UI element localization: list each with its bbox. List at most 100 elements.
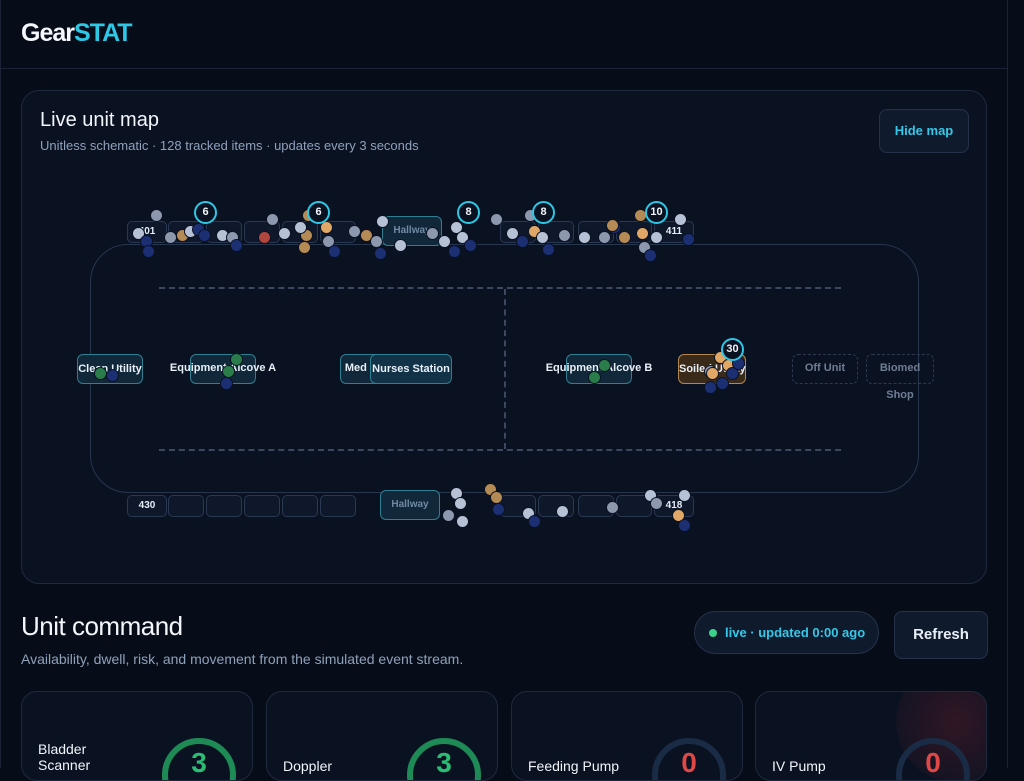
live-status-pill: live · updated 0:00 ago [694, 611, 879, 654]
refresh-button[interactable]: Refresh [894, 611, 988, 659]
availability-gauge: 3 [407, 738, 481, 780]
equipment-marker[interactable] [542, 243, 555, 256]
cluster-count-badge[interactable]: 30 [721, 338, 744, 361]
availability-gauge: 0 [652, 738, 726, 780]
equipment-marker[interactable] [394, 239, 407, 252]
unit-command-subtitle: Availability, dwell, risk, and movement … [21, 651, 464, 667]
equipment-marker[interactable] [328, 245, 341, 258]
equipment-marker[interactable] [516, 235, 529, 248]
cluster-count-badge[interactable]: 6 [307, 201, 330, 224]
equipment-marker[interactable] [94, 367, 107, 380]
equipment-marker[interactable] [106, 369, 119, 382]
equipment-marker[interactable] [536, 231, 549, 244]
cluster-count-badge[interactable]: 8 [457, 201, 480, 224]
hallway-bottom[interactable]: Hallway [380, 490, 440, 520]
available-count: 0 [925, 747, 941, 778]
room[interactable] [320, 495, 356, 517]
equipment-marker[interactable] [376, 215, 389, 228]
equipment-marker[interactable] [636, 227, 649, 240]
equipment-marker[interactable] [490, 213, 503, 226]
equipment-marker[interactable] [142, 245, 155, 258]
map-subtitle: Unitless schematic · 128 tracked items ·… [40, 138, 419, 153]
room[interactable] [282, 495, 318, 517]
corridor-line [504, 289, 506, 449]
equipment-marker[interactable] [448, 245, 461, 258]
equipment-marker[interactable] [426, 227, 439, 240]
equipment-marker[interactable] [506, 227, 519, 240]
cluster-count-badge[interactable]: 10 [645, 201, 668, 224]
equipment-marker[interactable] [164, 231, 177, 244]
equipment-marker[interactable] [678, 489, 691, 502]
app-logo[interactable]: GearSTAT [21, 19, 133, 47]
equipment-marker[interactable] [678, 519, 691, 532]
equipment-marker[interactable] [682, 233, 695, 246]
area-biomed-shop[interactable]: Biomed Shop [866, 354, 934, 401]
equipment-card-iv-pump[interactable]: IV Pump 0 [755, 691, 987, 781]
corridor-line [159, 449, 841, 451]
equipment-marker[interactable] [464, 239, 477, 252]
equipment-card-bladder-scanner[interactable]: Bladder Scanner 3 [21, 691, 253, 781]
available-count: 3 [191, 747, 207, 778]
equipment-marker[interactable] [442, 509, 455, 522]
area-nurses-station[interactable]: Nurses Station [370, 354, 452, 384]
equipment-marker[interactable] [258, 231, 271, 244]
room[interactable] [206, 495, 242, 517]
header: GearSTAT [0, 0, 1008, 69]
equipment-marker[interactable] [278, 227, 291, 240]
room[interactable] [244, 495, 280, 517]
map-title: Live unit map [40, 109, 159, 131]
equipment-marker[interactable] [492, 503, 505, 516]
card-label: Feeding Pump [528, 758, 620, 774]
equipment-marker[interactable] [374, 247, 387, 260]
equipment-marker[interactable] [674, 213, 687, 226]
equipment-marker[interactable] [588, 371, 601, 384]
equipment-marker[interactable] [222, 365, 235, 378]
equipment-marker[interactable] [618, 231, 631, 244]
room-430[interactable]: 430 [127, 495, 167, 517]
equipment-marker[interactable] [230, 239, 243, 252]
card-label: IV Pump [772, 758, 826, 774]
equipment-marker[interactable] [650, 497, 663, 510]
available-count: 3 [436, 747, 452, 778]
equipment-marker[interactable] [704, 381, 717, 394]
area-off-unit[interactable]: Off Unit [792, 354, 858, 384]
equipment-marker[interactable] [438, 235, 451, 248]
equipment-marker[interactable] [528, 515, 541, 528]
card-label: Doppler [283, 758, 333, 774]
equipment-marker[interactable] [320, 221, 333, 234]
equipment-marker[interactable] [644, 249, 657, 262]
equipment-marker[interactable] [490, 491, 503, 504]
equipment-marker[interactable] [578, 231, 591, 244]
unit-map-canvas: 401 Hallway 411 430 Hallway 418 Clean Ut… [22, 191, 986, 583]
equipment-marker[interactable] [198, 229, 211, 242]
card-label: Bladder Scanner [38, 741, 91, 773]
live-indicator-icon [709, 629, 717, 637]
equipment-marker[interactable] [266, 213, 279, 226]
equipment-marker[interactable] [456, 515, 469, 528]
equipment-marker[interactable] [454, 497, 467, 510]
equipment-marker[interactable] [230, 353, 243, 366]
equipment-marker[interactable] [606, 219, 619, 232]
hide-map-button[interactable]: Hide map [879, 109, 969, 153]
equipment-marker[interactable] [606, 501, 619, 514]
equipment-marker[interactable] [558, 229, 571, 242]
equipment-marker[interactable] [298, 241, 311, 254]
equipment-marker[interactable] [706, 367, 719, 380]
equipment-marker[interactable] [294, 221, 307, 234]
equipment-marker[interactable] [650, 231, 663, 244]
equipment-marker[interactable] [598, 231, 611, 244]
equipment-marker[interactable] [716, 377, 729, 390]
availability-gauge: 3 [162, 738, 236, 780]
equipment-marker[interactable] [220, 377, 233, 390]
cluster-count-badge[interactable]: 8 [532, 201, 555, 224]
cluster-count-badge[interactable]: 6 [194, 201, 217, 224]
app-frame [0, 0, 1008, 768]
live-status-text: live · updated 0:00 ago [725, 625, 866, 640]
room[interactable] [168, 495, 204, 517]
corridor-line [159, 287, 841, 289]
equipment-marker[interactable] [598, 359, 611, 372]
live-unit-map-panel: Live unit map Unitless schematic · 128 t… [21, 90, 987, 584]
unit-command-title: Unit command [21, 611, 183, 641]
equipment-marker[interactable] [150, 209, 163, 222]
equipment-marker[interactable] [556, 505, 569, 518]
